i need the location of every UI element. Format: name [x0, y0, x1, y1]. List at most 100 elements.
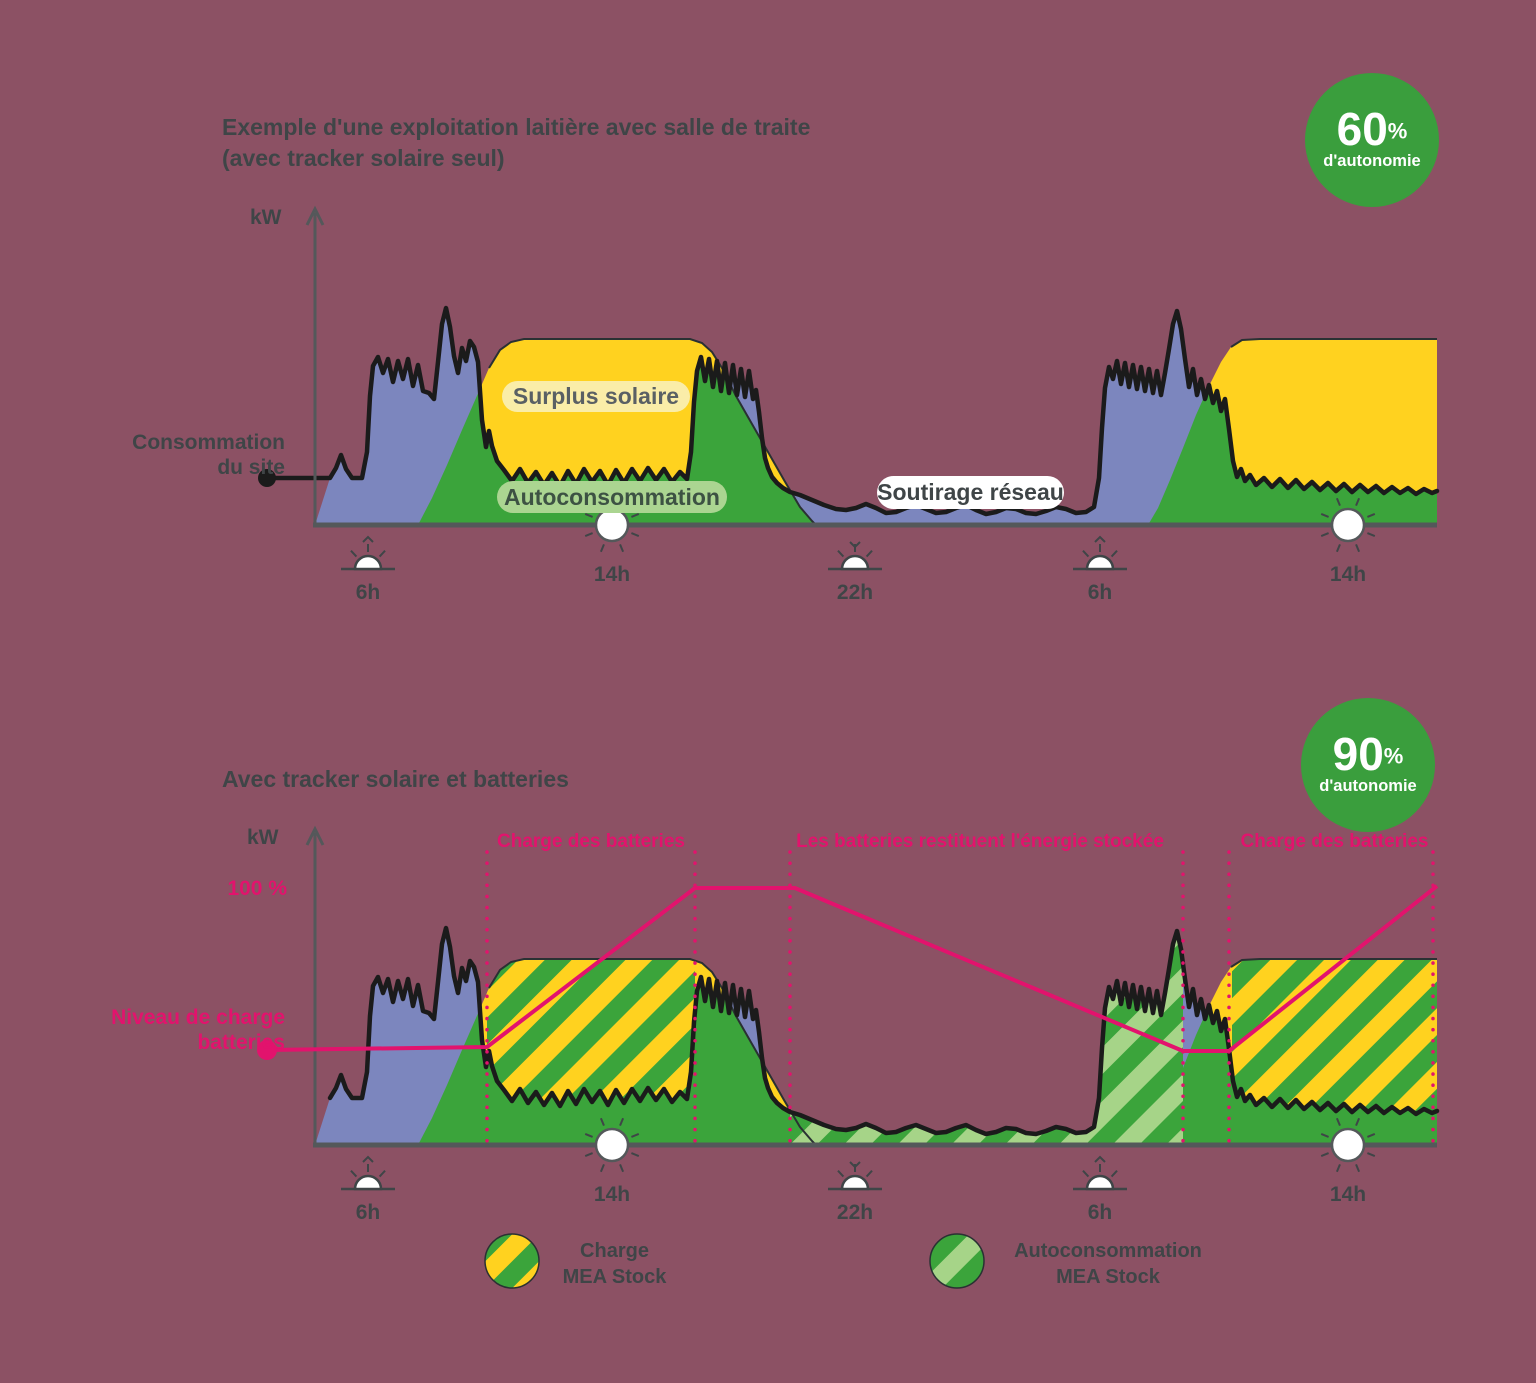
sunset-icon: [840, 554, 870, 571]
sun-ray: [631, 512, 640, 518]
tick-6h: 6h: [1073, 535, 1127, 604]
sun-ray: [1082, 1170, 1090, 1178]
sun-ray: [837, 550, 845, 558]
sun-ray: [599, 544, 605, 553]
y-axis-arrow: [305, 205, 325, 226]
sun-ray: [1367, 1152, 1376, 1158]
sun-ray: [865, 550, 873, 558]
sun-ray: [631, 1152, 640, 1158]
legend-autoconso-label: Autoconsommation MEA Stock: [993, 1238, 1223, 1290]
tick-label: 14h: [1330, 1183, 1366, 1206]
solar-edge-line: [1230, 338, 1437, 348]
sunrise-arrow: [362, 535, 374, 543]
sun-ray: [1335, 544, 1341, 553]
sun-ray: [1355, 1117, 1361, 1126]
badge2-value: 90%: [1333, 731, 1404, 777]
sun-ray: [1110, 1170, 1118, 1178]
consumption-label-line1: Consommation: [132, 431, 285, 454]
sun-ray: [1367, 532, 1376, 538]
consumption-label: Consommation du site: [95, 430, 285, 480]
sunrise-icon: [1085, 554, 1115, 571]
legend-charge-line2: MEA Stock: [562, 1266, 667, 1288]
badge1-percent-sign: %: [1387, 118, 1408, 144]
chart1-title-line1: Exemple d'une exploitation laitière avec…: [222, 114, 811, 140]
sunrise-arrow: [1094, 535, 1106, 543]
legend-charge-line1: Charge: [580, 1240, 649, 1262]
sun-ray: [1335, 497, 1341, 506]
sun-ray: [1320, 1152, 1329, 1158]
sun-ray: [619, 1117, 625, 1126]
discharge-stripes-area: [790, 928, 1183, 1145]
battery-level-label-line1: Niveau de charge: [111, 1006, 285, 1029]
sun-ray: [631, 1132, 640, 1138]
legend-swatches: [484, 1233, 985, 1289]
badge1-number: 60: [1336, 103, 1388, 155]
sun-ray: [584, 512, 593, 518]
sun-ray: [584, 1152, 593, 1158]
window-label-charge1: Charge des batteries: [497, 831, 685, 852]
sun-ray: [1320, 1132, 1329, 1138]
autoconsommation-pill: Autoconsommation: [497, 481, 727, 513]
solar-edge-line: [488, 958, 817, 1146]
sun-ray: [1320, 512, 1329, 518]
badge2-label: d'autonomie: [1319, 777, 1417, 795]
sun-ray: [1367, 1132, 1376, 1138]
sun-icon: [1330, 1127, 1366, 1163]
badge1-label: d'autonomie: [1323, 152, 1421, 170]
solar-edge-line: [1230, 958, 1437, 968]
window-label-charge2: Charge des batteries: [1240, 831, 1429, 852]
badge1-value: 60%: [1337, 106, 1408, 152]
sun-ray: [1355, 544, 1361, 553]
sun-ray: [378, 1170, 386, 1178]
sunset-icon: [840, 1174, 870, 1191]
battery-level-line: [266, 884, 1439, 1053]
sun-ray: [350, 1170, 358, 1178]
soutirage-reseau-pill: Soutirage réseau: [877, 476, 1064, 509]
solar-edge-line: [488, 338, 817, 526]
consumption-line: [264, 305, 1440, 517]
sun-ray: [1367, 512, 1376, 518]
sunrise-icon: [353, 1174, 383, 1191]
sun-ray: [1355, 497, 1361, 506]
sun-icon: [1330, 507, 1366, 543]
consumption-label-line2: du site: [217, 456, 285, 479]
discharge-stripes-group: [790, 928, 1183, 1145]
sunrise-icon: [1085, 1174, 1115, 1191]
legend-autoconso-line2: MEA Stock: [1056, 1266, 1160, 1288]
badge2-percent-sign: %: [1383, 743, 1404, 769]
sun-icon: [594, 507, 630, 543]
autonomy-badge-90: 90% d'autonomie: [1301, 698, 1435, 832]
badge2-number: 90: [1332, 728, 1384, 780]
battery-level-label: Niveau de charge batteries: [90, 1005, 285, 1055]
chart1-title: Exemple d'une exploitation laitière avec…: [222, 112, 902, 174]
tick-label: 22h: [837, 581, 873, 604]
battery-level-dot: [257, 1040, 277, 1060]
chart1-ylabel: kW: [250, 206, 282, 229]
tick-label: 22h: [837, 1201, 873, 1224]
chart1-title-line2: (avec tracker solaire seul): [222, 145, 505, 171]
sunrise-icon: [353, 554, 383, 571]
tick-label: 6h: [1088, 581, 1113, 604]
tick-6h: 6h: [341, 535, 395, 604]
sunset-arrow: [849, 541, 861, 549]
sunrise-arrow: [1094, 1155, 1106, 1163]
sun-icon: [594, 1127, 630, 1163]
chart2-title: Avec tracker solaire et batteries: [222, 766, 569, 792]
tick-6h: 6h: [1073, 1155, 1127, 1224]
y-axis-arrow: [305, 825, 325, 846]
legend-autoconso-swatch: [929, 1233, 985, 1289]
tick-label: 6h: [1088, 1201, 1113, 1224]
autonomy-badge-60: 60% d'autonomie: [1305, 73, 1439, 207]
window-label-discharge: Les batteries restituent l'énergie stock…: [796, 831, 1164, 852]
sun-ray: [619, 1164, 625, 1173]
grid-draw-area: [315, 308, 1437, 525]
sunrise-arrow: [362, 1155, 374, 1163]
tick-14h: 14h: [1320, 497, 1376, 586]
legend-charge-label: Charge MEA Stock: [552, 1238, 677, 1290]
sun-ray: [1082, 550, 1090, 558]
sun-ray: [865, 1170, 873, 1178]
